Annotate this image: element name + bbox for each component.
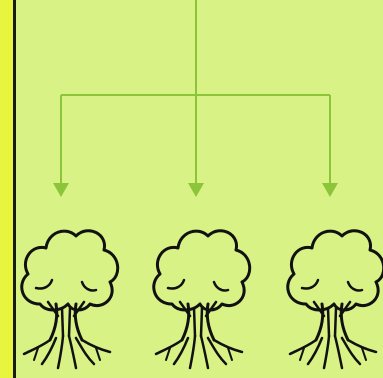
tree-icon	[20, 229, 120, 370]
arrowhead-down-icon	[53, 183, 69, 197]
tree-icon	[152, 229, 252, 370]
left-border-line	[13, 0, 16, 378]
arrowheads	[53, 183, 338, 197]
tree-icon	[286, 229, 383, 370]
left-accent-strip	[0, 0, 13, 378]
branch-connector	[60, 0, 331, 184]
arrowhead-down-icon	[322, 183, 338, 197]
arrowhead-down-icon	[188, 183, 204, 197]
